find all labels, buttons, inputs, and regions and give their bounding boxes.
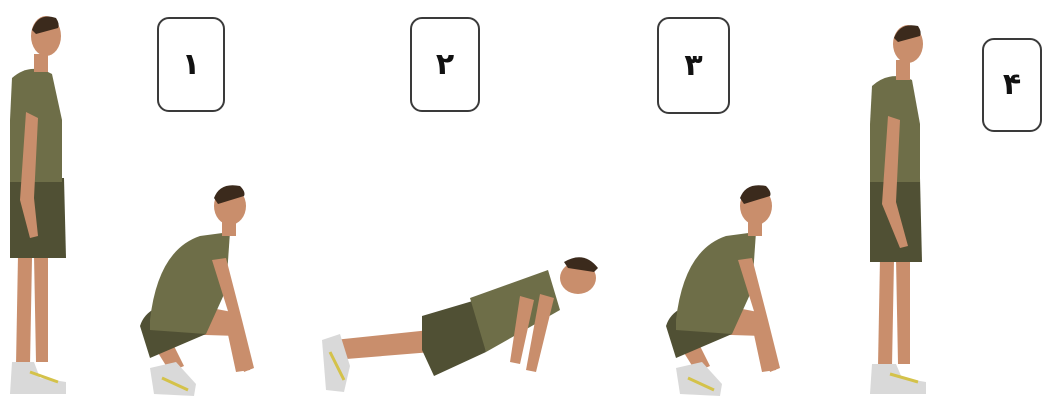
step-label-box-3: ۳ xyxy=(657,17,730,114)
figure-standing-start xyxy=(10,16,66,394)
step-number-4: ۴ xyxy=(1003,70,1021,100)
step-number-3: ۳ xyxy=(684,51,702,81)
figure-standing-end xyxy=(870,25,926,394)
step-number-1: ۱ xyxy=(182,50,200,80)
figure-squat-1 xyxy=(140,185,254,396)
step-label-box-4: ۴ xyxy=(982,38,1042,132)
figure-squat-2 xyxy=(666,185,780,396)
figure-plank xyxy=(322,257,598,392)
step-label-box-1: ۱ xyxy=(157,17,225,112)
step-label-box-2: ۲ xyxy=(410,17,480,112)
step-number-2: ۲ xyxy=(436,50,454,80)
